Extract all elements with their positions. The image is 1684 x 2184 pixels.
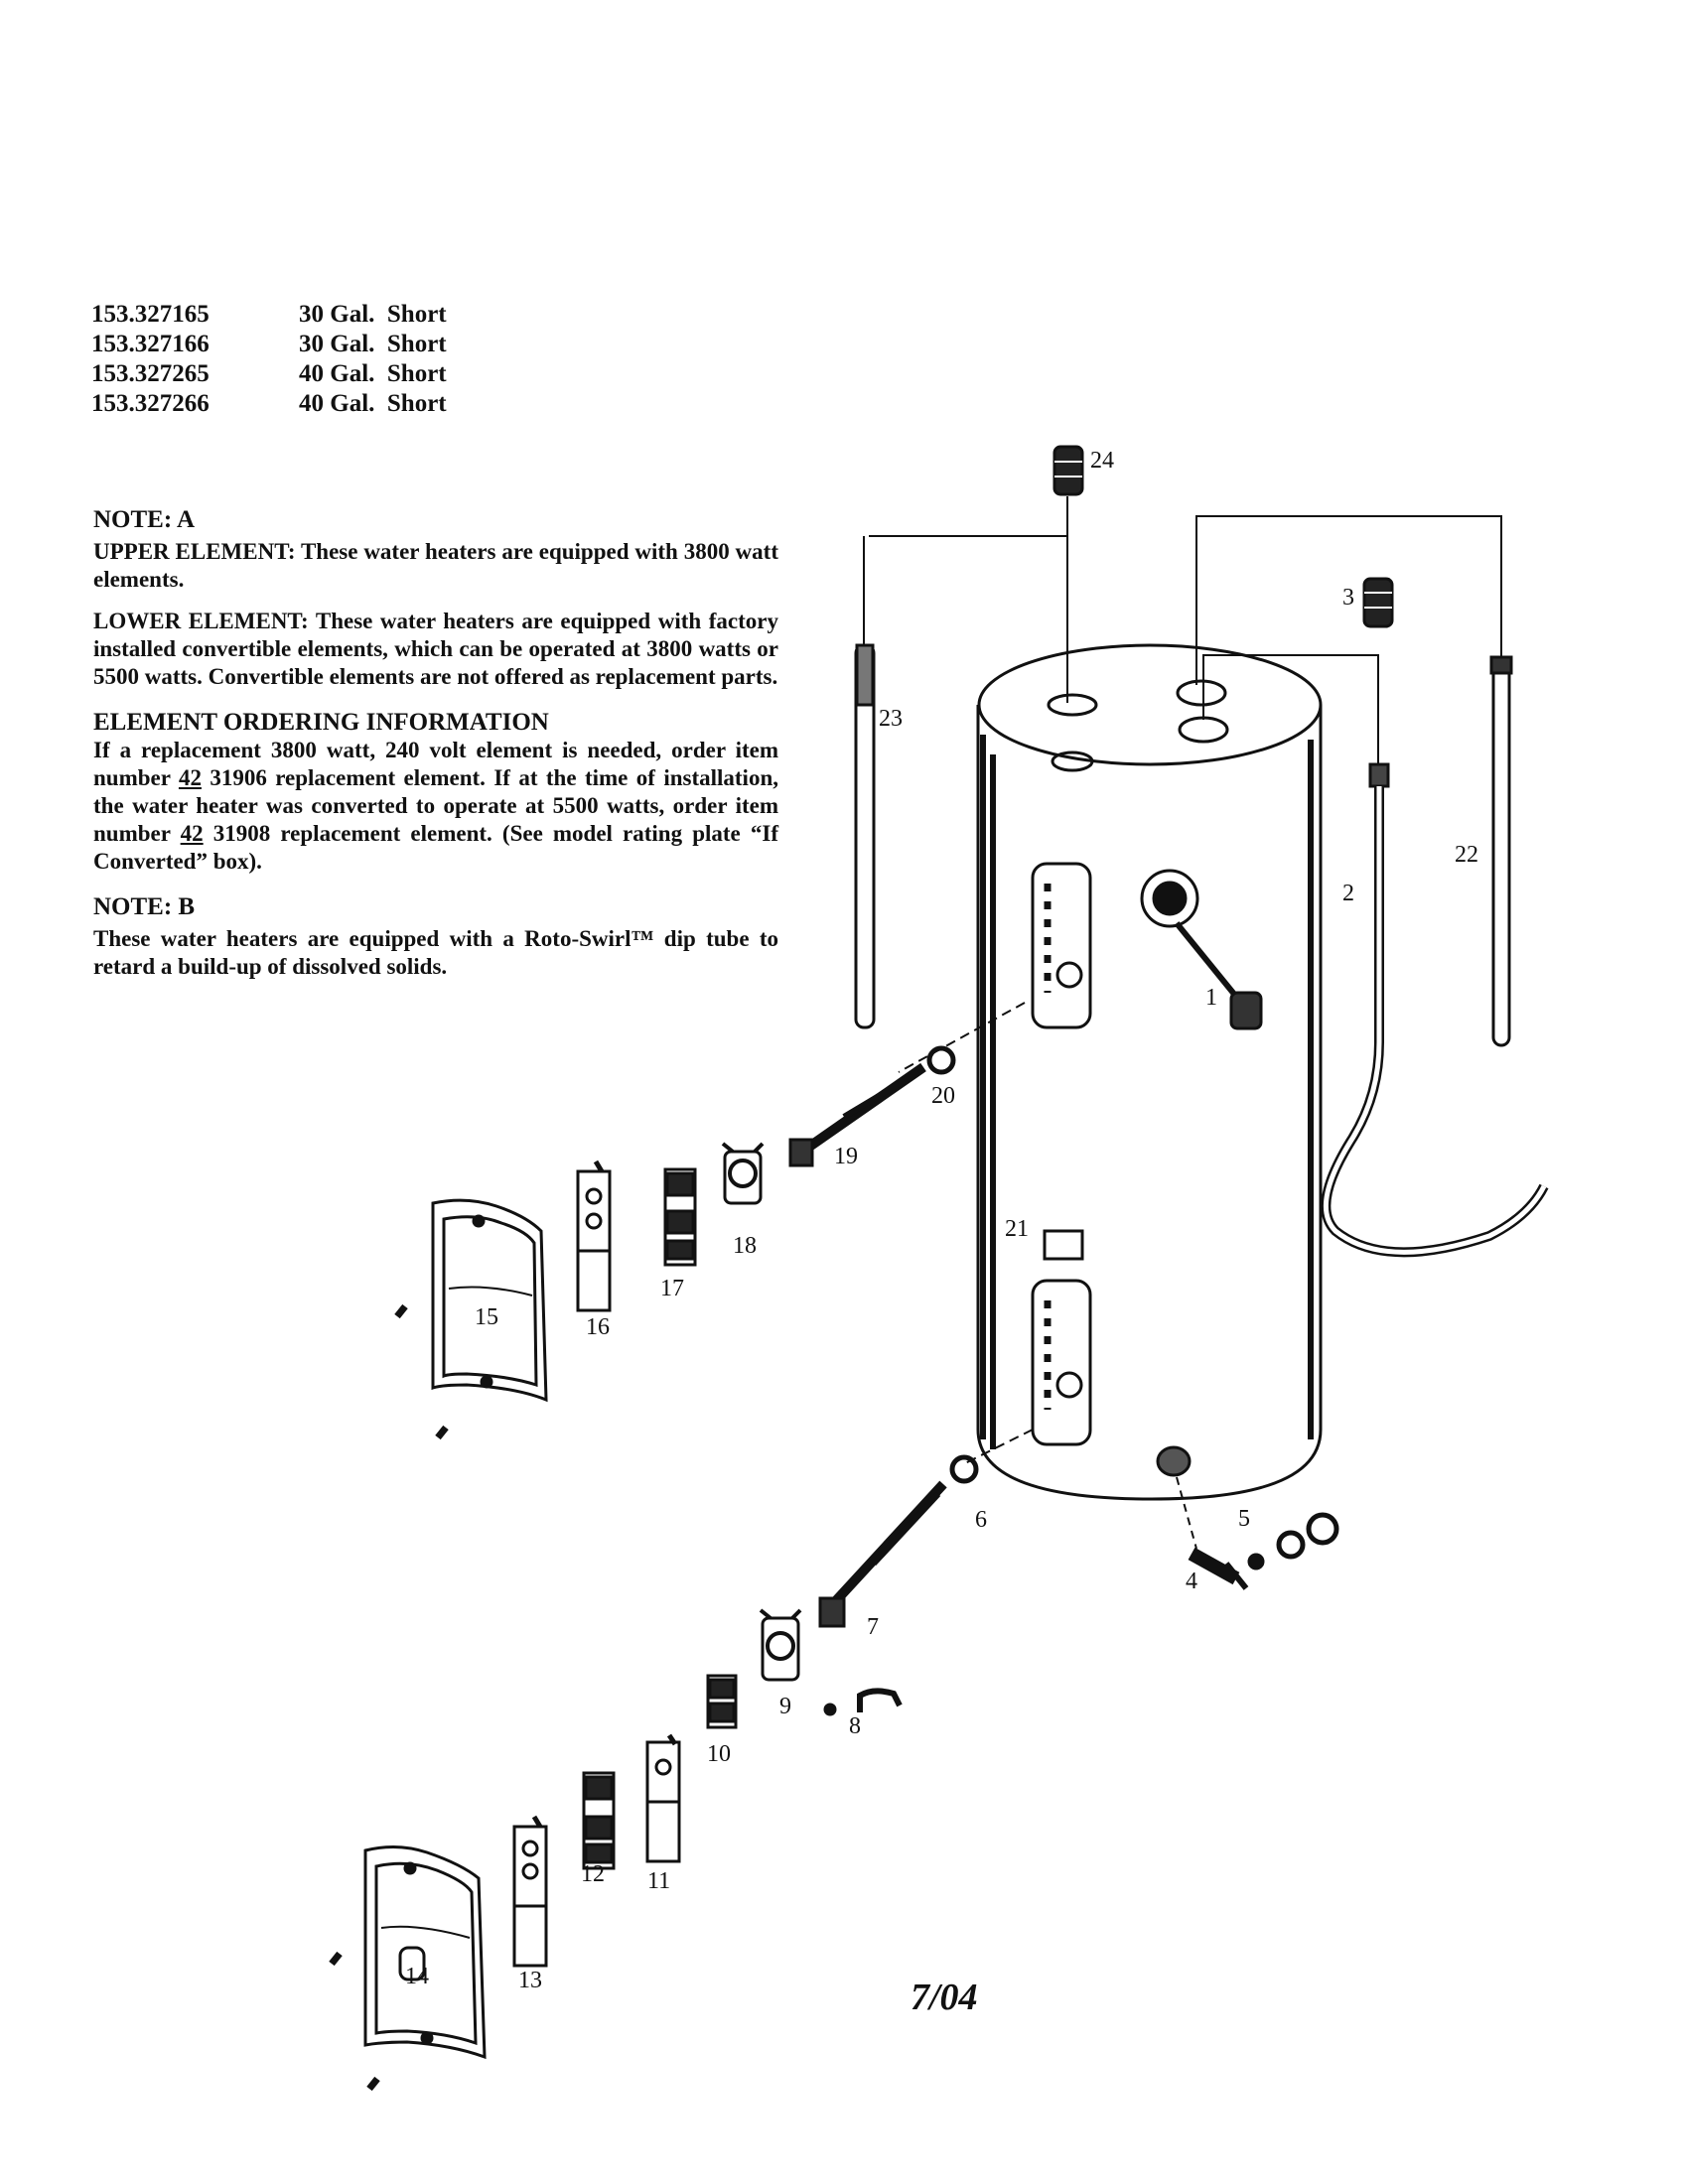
part-2-dip-tube [1321, 762, 1549, 1258]
label-5: 5 [1238, 1506, 1250, 1532]
ordering-heading: ELEMENT ORDERING INFORMATION [93, 709, 549, 736]
model-number: 153.327266 [91, 390, 210, 417]
model-number: 153.327265 [91, 360, 210, 387]
label-17: 17 [660, 1276, 684, 1301]
part-24-nipple [1052, 445, 1084, 496]
model-desc: 40 Gal. Short [299, 390, 447, 417]
note-a-upper: UPPER ELEMENT: These water heaters are e… [93, 539, 778, 592]
part-10-terminal-block [706, 1674, 738, 1729]
label-11: 11 [647, 1868, 670, 1894]
part-20-gasket [926, 1045, 956, 1075]
note-a-heading: NOTE: A [93, 506, 196, 533]
label-2: 2 [1342, 881, 1354, 906]
model-row: 153.327165 30 Gal. Short [91, 300, 447, 330]
label-24: 24 [1090, 448, 1114, 474]
label-7: 7 [867, 1614, 879, 1640]
part-12-thermostat [582, 1771, 616, 1870]
part-4-drain-valve [1188, 1547, 1249, 1590]
part-9-thermostat-bracket [759, 1608, 802, 1682]
model-number: 153.327165 [91, 301, 210, 328]
part-7-lower-element [818, 1480, 947, 1628]
label-8: 8 [849, 1713, 861, 1739]
part-11-insulation-pad [645, 1733, 681, 1863]
model-row: 153.327166 30 Gal. Short [91, 330, 447, 359]
part-3-nipple [1362, 577, 1394, 628]
model-row: 153.327266 40 Gal. Short [91, 389, 447, 419]
label-15: 15 [475, 1304, 498, 1330]
label-4: 4 [1186, 1569, 1197, 1594]
part-19-upper-element [788, 1062, 926, 1167]
notes-block: NOTE: A UPPER ELEMENT: These water heate… [93, 506, 778, 995]
model-desc: 30 Gal. Short [299, 301, 447, 328]
note-b-heading: NOTE: B [93, 893, 196, 920]
model-number: 153.327166 [91, 331, 210, 357]
part-5-drain-cap [1247, 1512, 1339, 1570]
label-1: 1 [1205, 985, 1217, 1011]
part-17-thermostat [663, 1167, 697, 1267]
model-row: 153.327265 40 Gal. Short [91, 359, 447, 389]
model-desc: 40 Gal. Short [299, 360, 447, 387]
label-19: 19 [834, 1144, 858, 1169]
part-6-gasket [949, 1454, 979, 1484]
part-22-anode-rod [1489, 655, 1513, 1047]
ordering-text: If a replacement 3800 watt, 240 volt ele… [93, 738, 778, 874]
part-18-thermostat-bracket [721, 1142, 765, 1205]
label-22: 22 [1455, 842, 1478, 868]
note-b-text: These water heaters are equipped with a … [93, 926, 778, 979]
water-heater-tank [976, 643, 1323, 1501]
part-8-clip [823, 1688, 903, 1716]
revision-date: 7/04 [911, 1977, 978, 2018]
part-labels: 24 3 23 22 2 1 20 19 18 17 16 15 21 6 5 … [405, 448, 1478, 1993]
label-3: 3 [1342, 585, 1354, 611]
label-18: 18 [733, 1233, 757, 1259]
label-23: 23 [879, 706, 903, 732]
note-a-lower: LOWER ELEMENT: These water heaters are e… [93, 609, 778, 689]
model-desc: 30 Gal. Short [299, 331, 447, 357]
label-10: 10 [707, 1741, 731, 1767]
label-16: 16 [586, 1314, 610, 1340]
label-9: 9 [779, 1694, 791, 1719]
part-15-upper-cover [431, 1198, 548, 1403]
label-20: 20 [931, 1083, 955, 1109]
label-12: 12 [581, 1861, 605, 1887]
model-list: 153.327165 30 Gal. Short 153.327166 30 G… [91, 300, 447, 419]
label-21: 21 [1005, 1216, 1029, 1242]
part-16-insulation-pad [576, 1160, 612, 1312]
part-13-insulation-pad [512, 1815, 548, 1968]
label-14: 14 [405, 1964, 429, 1989]
part-1-tp-valve [1174, 921, 1263, 1030]
label-13: 13 [518, 1968, 542, 1993]
label-6: 6 [975, 1507, 987, 1533]
part-14-lower-cover [363, 1845, 487, 2060]
part-23-anode-rod [854, 643, 876, 1029]
